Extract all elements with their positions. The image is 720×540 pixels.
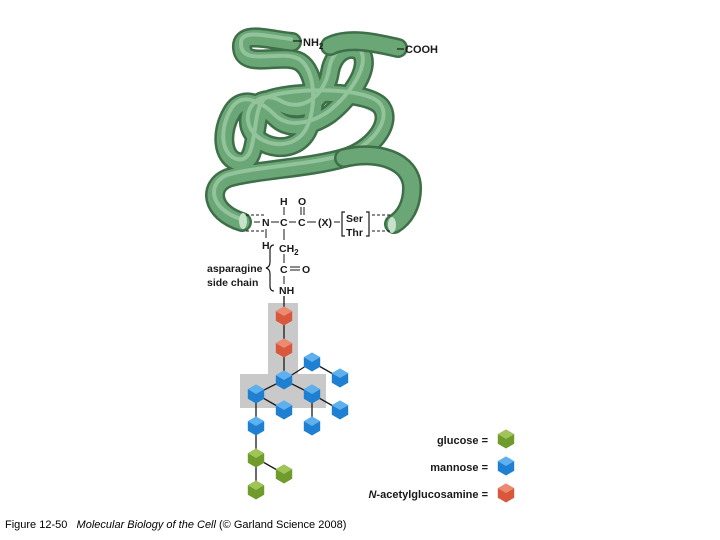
mannose-sugar <box>303 416 321 436</box>
n-terminus-label: NH2 <box>293 37 324 51</box>
atom-c1: C <box>280 217 288 229</box>
legend: glucose = mannose = N-acetylglucosamine … <box>368 429 515 503</box>
asparagine-structure: N C C (X) H O H Ser Thr CH2 C O NH <box>207 196 392 297</box>
glucose-sugar <box>247 448 265 468</box>
side-chain-label-line1: asparagine <box>207 263 263 275</box>
residue-x: (X) <box>318 217 332 229</box>
legend-glucose-label: glucose = <box>437 435 488 447</box>
caption-prefix: Figure 12-50 <box>5 519 68 531</box>
legend-glucose-icon <box>497 429 515 449</box>
atom-o3: O <box>302 264 310 276</box>
nh-group: NH <box>279 285 294 297</box>
figure-caption: Figure 12-50 Molecular Biology of the Ce… <box>5 519 346 531</box>
svg-text:NH2: NH2 <box>303 37 324 51</box>
mannose-sugar <box>331 368 349 388</box>
legend-nag-icon <box>497 483 515 503</box>
ch2-group: CH2 <box>279 243 299 257</box>
legend-nag-label: N-acetylglucosamine = <box>368 489 488 501</box>
atom-h-bottom: H <box>262 240 270 252</box>
legend-mannose-label: mannose = <box>430 462 488 474</box>
residue-thr: Thr <box>346 227 363 239</box>
caption-credit: (© Garland Science 2008) <box>219 519 347 531</box>
atom-c3: C <box>280 264 288 276</box>
protein-chain <box>205 27 423 234</box>
legend-mannose-icon <box>497 456 515 476</box>
glucose-sugar <box>247 480 265 500</box>
glucose-sugar <box>275 464 293 484</box>
mannose-sugar <box>331 400 349 420</box>
residue-ser: Ser <box>346 213 363 225</box>
atom-h-top: H <box>280 196 288 208</box>
mannose-sugar <box>247 416 265 436</box>
atom-n: N <box>262 217 270 229</box>
atom-c2: C <box>298 217 306 229</box>
svg-text:COOH: COOH <box>405 44 438 56</box>
oligosaccharide-tree <box>240 296 349 500</box>
side-chain-label-line2: side chain <box>207 277 258 289</box>
atom-o-top: O <box>298 196 306 208</box>
mannose-sugar <box>303 352 321 372</box>
caption-book-title: Molecular Biology of the Cell <box>76 519 216 531</box>
c-terminus-label: COOH <box>397 44 438 56</box>
